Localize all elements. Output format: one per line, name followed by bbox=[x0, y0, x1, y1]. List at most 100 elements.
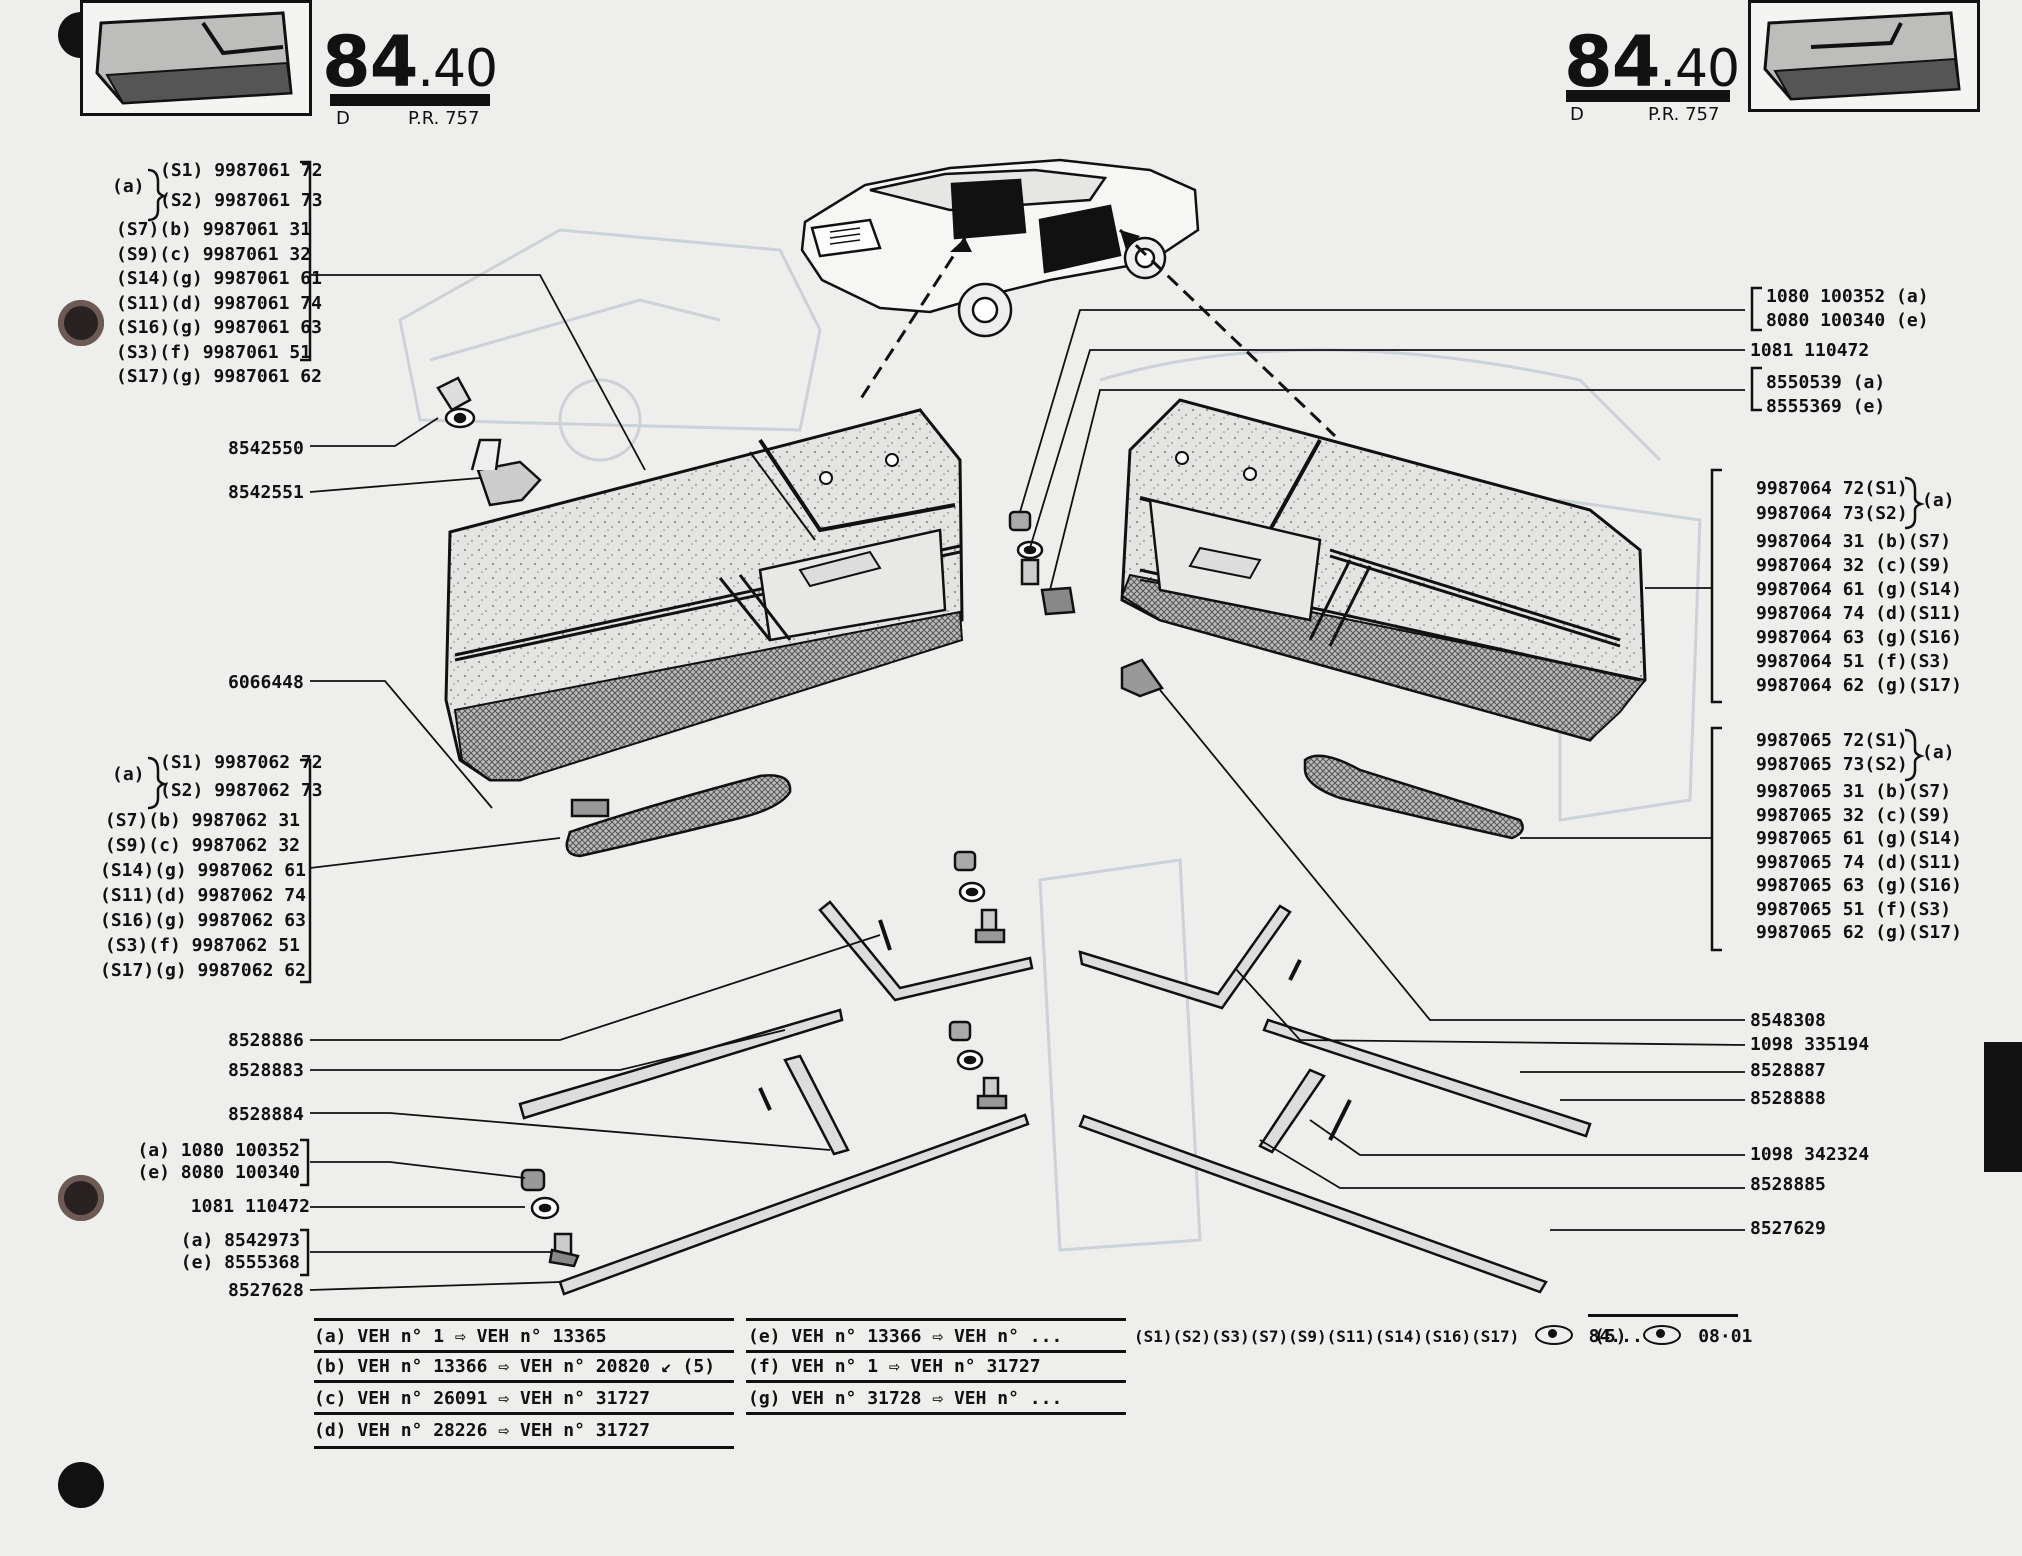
door-panel-thumbnail-icon bbox=[1763, 11, 1961, 101]
legend-rule-6 bbox=[746, 1380, 1126, 1383]
front-trim-strips bbox=[518, 900, 1034, 1296]
label-1098335194: 1098 335194 bbox=[1750, 1034, 1870, 1055]
legend-rule-1 bbox=[314, 1350, 734, 1353]
ghost-background-car bbox=[398, 228, 1702, 1252]
header-rule-left bbox=[330, 94, 490, 106]
rear-panel-s1: 9987064 72(S1) bbox=[1756, 478, 1908, 499]
label-clip-e-left: (e) 8555368 bbox=[180, 1252, 300, 1273]
page-number-left: 84.40 bbox=[322, 21, 498, 103]
diagonal-arrow-icon: ↙ bbox=[660, 1356, 672, 1377]
label-1098342324: 1098 342324 bbox=[1750, 1144, 1870, 1165]
eye-icon bbox=[1643, 1325, 1682, 1345]
brackets-right bbox=[1710, 286, 1925, 952]
label-nut-e-left: (e) 8080 100340 bbox=[137, 1162, 300, 1183]
header-section-right: D bbox=[1570, 104, 1584, 125]
label-8528885: 8528885 bbox=[1750, 1174, 1826, 1195]
armrest-variants: (S7)(b) 9987062 31 (S9)(c) 9987062 32 (S… bbox=[100, 810, 306, 981]
arrow-right-icon: ⇨ bbox=[888, 1356, 900, 1377]
label-8527628: 8527628 bbox=[228, 1280, 304, 1301]
front-panel-variants: (S7)(b) 9987061 31 (S9)(c) 9987061 32 (S… bbox=[116, 219, 322, 387]
eye-icon bbox=[1534, 1325, 1573, 1345]
legend-row-e: (e) VEH n° 13366 ⇨ VEH n° ... bbox=[748, 1326, 1063, 1347]
front-panel-s1: (S1) 9987061 72 bbox=[160, 160, 323, 181]
arrow-right-icon: ⇨ bbox=[454, 1326, 466, 1347]
legend-row-b: (b) VEH n° 13366 ⇨ VEH n° 20820 ↙ (5) bbox=[314, 1356, 716, 1377]
arrow-right-icon: ⇨ bbox=[932, 1326, 944, 1347]
legend-rule-5 bbox=[746, 1350, 1126, 1353]
rear-armrest-s2: 9987065 73(S2) bbox=[1756, 754, 1908, 775]
label-8528883: 8528883 bbox=[228, 1060, 304, 1081]
legend-row-f: (f) VEH n° 1 ⇨ VEH n° 31727 bbox=[748, 1356, 1041, 1377]
front-door-knob-parts bbox=[436, 376, 542, 507]
arrow-right-icon: ⇨ bbox=[498, 1388, 510, 1409]
rear-panel-tag-a: (a) bbox=[1922, 490, 1955, 511]
label-nut-e-right: 8080 100340 (e) bbox=[1766, 310, 1929, 331]
header-section-left: D bbox=[336, 108, 350, 129]
front-door-trim-panel bbox=[444, 408, 964, 782]
binder-hole-lower bbox=[58, 1175, 104, 1221]
label-clip-e-right: 8555369 (e) bbox=[1766, 396, 1886, 417]
legend-note-5: (5) 08·01 bbox=[1594, 1325, 1753, 1347]
rear-door-clip-parts bbox=[1008, 510, 1164, 698]
armrest-tag-a: (a) bbox=[112, 764, 145, 785]
legend-rule-7 bbox=[746, 1412, 1126, 1415]
center-fastener-stack-bottom bbox=[948, 1020, 1008, 1110]
binder-hole-upper bbox=[58, 300, 104, 346]
legend-rule-top-right bbox=[746, 1318, 1126, 1321]
armrest-s1: (S1) 9987062 72 bbox=[160, 752, 323, 773]
label-8542550: 8542550 bbox=[228, 438, 304, 459]
door-panel-thumbnail-icon bbox=[95, 11, 293, 105]
car-illustration bbox=[800, 158, 1200, 338]
legend-row-c: (c) VEH n° 26091 ⇨ VEH n° 31727 bbox=[314, 1388, 650, 1409]
armrest-s2: (S2) 9987062 73 bbox=[160, 780, 323, 801]
door-panel-thumbnail-right bbox=[1748, 0, 1980, 112]
header-rule-right bbox=[1566, 90, 1730, 102]
legend-row-g: (g) VEH n° 31728 ⇨ VEH n° ... bbox=[748, 1388, 1063, 1409]
label-8528884: 8528884 bbox=[228, 1104, 304, 1125]
rear-armrest bbox=[1303, 754, 1524, 840]
legend-rule-2 bbox=[314, 1380, 734, 1383]
lower-left-fastener-stack bbox=[520, 1168, 580, 1268]
leader-lines-left bbox=[309, 274, 881, 1291]
label-washer-left: 1081 110472 bbox=[190, 1196, 310, 1217]
legend-row-d: (d) VEH n° 28226 ⇨ VEH n° 31727 bbox=[314, 1420, 650, 1441]
header-pr-right: P.R. 757 bbox=[1648, 104, 1720, 125]
legend-rule-top-left bbox=[314, 1318, 734, 1321]
rear-armrest-tag-a: (a) bbox=[1922, 742, 1955, 763]
center-fastener-stack-top bbox=[953, 850, 1006, 944]
header-pr-left: P.R. 757 bbox=[408, 108, 480, 129]
label-8528887: 8528887 bbox=[1750, 1060, 1826, 1081]
rear-door-trim-panel bbox=[1120, 398, 1647, 742]
front-panel-tag-a: (a) bbox=[112, 176, 145, 197]
door-panel-thumbnail-left bbox=[80, 0, 312, 116]
label-clip-a-left: (a) 8542973 bbox=[180, 1230, 300, 1251]
legend-rule-3 bbox=[314, 1412, 734, 1415]
rear-armrest-variants: 9987065 31 (b)(S7) 9987065 32 (c)(S9) 99… bbox=[1756, 781, 1962, 943]
label-8528888: 8528888 bbox=[1750, 1088, 1826, 1109]
front-armrest bbox=[565, 774, 792, 858]
brackets-left bbox=[147, 160, 312, 1277]
label-6066448: 6066448 bbox=[228, 672, 304, 693]
arrow-right-icon: ⇨ bbox=[932, 1388, 944, 1409]
rear-panel-s2: 9987064 73(S2) bbox=[1756, 503, 1908, 524]
label-nut-a-right: 1080 100352 (a) bbox=[1766, 286, 1929, 307]
rear-panel-variants: 9987064 31 (b)(S7) 9987064 32 (c)(S9) 99… bbox=[1756, 531, 1962, 696]
rear-trim-strips bbox=[1078, 904, 1592, 1294]
label-8542551: 8542551 bbox=[228, 482, 304, 503]
front-panel-s2: (S2) 9987061 73 bbox=[160, 190, 323, 211]
legend-rule-4 bbox=[314, 1446, 734, 1449]
legend-reference-codes: (S1)(S2)(S3)(S7)(S9)(S11)(S14)(S16)(S17)… bbox=[1134, 1325, 1643, 1347]
label-nut-a-left: (a) 1080 100352 bbox=[137, 1140, 300, 1161]
label-clip-a-right: 8550539 (a) bbox=[1766, 372, 1886, 393]
binder-hole-bottom bbox=[58, 1462, 104, 1508]
leader-lines-right bbox=[1019, 309, 1746, 1231]
page-number-right: 84.40 bbox=[1564, 21, 1740, 103]
label-8548308: 8548308 bbox=[1750, 1010, 1826, 1031]
legend-rule-note bbox=[1588, 1314, 1738, 1317]
legend-row-a: (a) VEH n° 1 ⇨ VEH n° 13365 bbox=[314, 1326, 607, 1347]
arrow-right-icon: ⇨ bbox=[498, 1356, 510, 1377]
rear-armrest-s1: 9987065 72(S1) bbox=[1756, 730, 1908, 751]
label-8527629: 8527629 bbox=[1750, 1218, 1826, 1239]
